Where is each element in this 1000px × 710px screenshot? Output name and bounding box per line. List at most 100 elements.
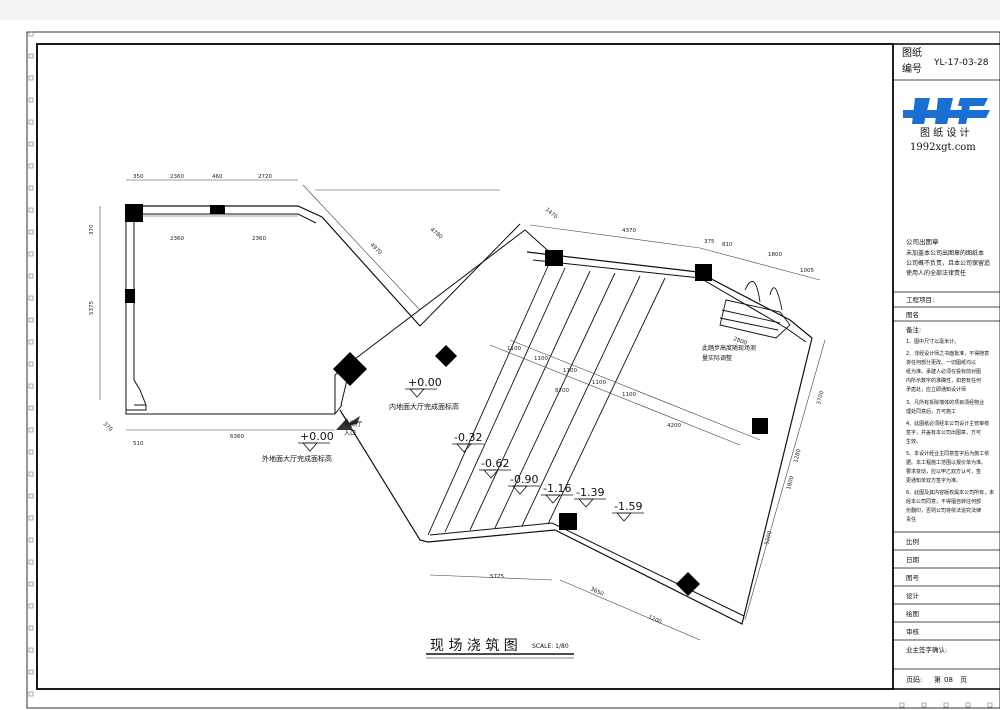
step-level-6: -1.59 (612, 500, 644, 522)
frame-tick (28, 251, 34, 257)
frame-tick (899, 702, 905, 708)
drawing-canvas: 350 2360 460 2720 2360 2360 370 5375 510… (26, 31, 1000, 709)
frame-tick (28, 427, 34, 433)
dim-right-top-5: 1005 (800, 268, 814, 274)
draw-label: 绘图 (906, 609, 919, 618)
step-level-6-text: -1.59 (614, 500, 642, 513)
level-inner: +0.00 内地面大厅完成面标高 (389, 376, 459, 411)
frame-tick (28, 273, 34, 279)
frame-tick (943, 702, 949, 708)
dim-rv-1: 3700 (816, 390, 826, 406)
frame-tick (28, 97, 34, 103)
dim-rv-2: 1280 (793, 448, 803, 464)
step-level-3-text: -0.90 (510, 473, 538, 486)
frame-tick (965, 702, 971, 708)
dim-long-2: 4200 (667, 423, 681, 429)
frame-tick (28, 691, 34, 697)
page-number: 页码: 第 08 页 (906, 675, 967, 684)
dim-right-top-2: 375 (704, 239, 715, 245)
note-line: 纸为准。承建人必须在投标前对图 (906, 368, 981, 375)
dim-top-1: 350 (133, 174, 144, 180)
stair-block (719, 280, 791, 339)
level-outer-note: 外地面大厅完成面标高 (262, 454, 332, 463)
frame-tick (28, 185, 34, 191)
note-line: 4、此图纸必须经本公司设计主管审核 (906, 420, 989, 427)
dim-br-3: 1200 (647, 614, 663, 626)
frame-tick (28, 229, 34, 235)
frame-tick (28, 361, 34, 367)
scale-label: 比例 (906, 537, 919, 546)
dim-top-4: 2720 (258, 174, 272, 180)
stair-note-line-1: 此踏步高度随现场测 (702, 344, 756, 352)
note-line: 据。本工程施工范围以报价单为准。 (906, 459, 986, 466)
note-line: 要求变动，应以甲乙双方认可，签 (906, 468, 981, 475)
entrance-marker: 电影厅 入口 (336, 416, 362, 437)
drawing-no-label-2: 编号 (902, 62, 922, 75)
frame-tick (987, 702, 993, 708)
dim-right-top-3: 810 (722, 242, 733, 248)
dim-diag-2: 4780 (429, 227, 444, 241)
frame-tick (28, 625, 34, 631)
stamp-note-2: 公司概不负责，且本公司保留追 (906, 259, 990, 267)
dim-step-2: 1100 (534, 356, 548, 362)
frame-tick (921, 702, 927, 708)
step-level-4: -1.16 (541, 482, 573, 504)
page-prefix: 第 (934, 675, 941, 684)
entrance-label-1: 电影厅 (344, 420, 362, 428)
columns (125, 204, 768, 596)
drawing-no-label-1: 图纸 (902, 46, 922, 59)
note-line: 更通知单双方签字为准。 (906, 477, 961, 484)
dim-rv-3: 1800 (786, 475, 796, 491)
note-line: 生效。 (906, 438, 921, 445)
note-line: 经本公司同意，不得擅自转往何部 (906, 498, 981, 505)
frame-tick (28, 603, 34, 609)
owner-sign-label: 业主签字确认: (906, 645, 947, 654)
entrance-label-2: 入口 (344, 430, 356, 437)
step-lines (427, 265, 666, 536)
dimension-lines (99, 179, 826, 641)
drawing-sheet: 350 2360 460 2720 2360 2360 370 5375 510… (0, 20, 1000, 710)
step-level-5: -1.39 (574, 486, 606, 508)
dim-top-3: 460 (212, 174, 223, 180)
frame-tick (28, 559, 34, 565)
dim-small: 370 (102, 421, 114, 433)
note-line: 1、图中尺寸以毫米计。 (906, 338, 959, 345)
viewer-toolbar (0, 0, 1000, 21)
frame-tick (28, 647, 34, 653)
frame-tick (28, 515, 34, 521)
frame-tick (28, 295, 34, 301)
stair-note-line-2: 量实际调整 (702, 354, 732, 362)
dim-top-2: 2360 (170, 174, 184, 180)
dim-step-1: 1100 (507, 346, 521, 352)
step-level-5-text: -1.39 (576, 486, 604, 499)
level-inner-note: 内地面大厅完成面标高 (389, 402, 459, 411)
note-line: 签字，并盖有本公司出图章，方可 (906, 429, 981, 436)
frame-tick (28, 383, 34, 389)
plan-title: 现 场 浇 筑 图 (430, 638, 518, 654)
logo-url: 1992xgt.com (910, 142, 976, 153)
dim-right-top-4: 1800 (768, 252, 782, 258)
frame-ticks (28, 31, 993, 708)
note-line: 将任何部分更改。一切图纸均以 (906, 359, 976, 366)
step-level-1-text: -0.32 (454, 431, 482, 444)
dim-left-2: 5375 (89, 301, 95, 315)
note-line: 6、此图及其内容版权属本公司所有，未 (906, 489, 994, 496)
note-line: 2、非经设计师之书面批准，不得随意 (906, 350, 989, 357)
notes-label: 备注: (906, 325, 921, 334)
frame-tick (28, 53, 34, 59)
note-line: 内所示数字的准确性，如若有任何 (906, 377, 981, 384)
frame-tick (28, 31, 34, 37)
level-inner-value: +0.00 (408, 376, 442, 389)
logo (903, 98, 990, 124)
dim-step-5: 1100 (622, 392, 636, 398)
drawing-name-label: 图名 (906, 310, 919, 319)
frame-tick (28, 207, 34, 213)
dim-br-1: 5775 (490, 574, 504, 580)
dimension-labels: 350 2360 460 2720 2360 2360 370 5375 510… (89, 174, 826, 626)
dim-bottom-2: 6360 (230, 434, 244, 440)
frame-tick (28, 339, 34, 345)
stamp-note-3: 使用人的全部法律责任 (906, 269, 966, 277)
note-line: 3、凡所有拆除墙体的项目须经物业 (906, 399, 984, 406)
frame-tick (28, 141, 34, 147)
sheet-frame (26, 31, 1000, 709)
